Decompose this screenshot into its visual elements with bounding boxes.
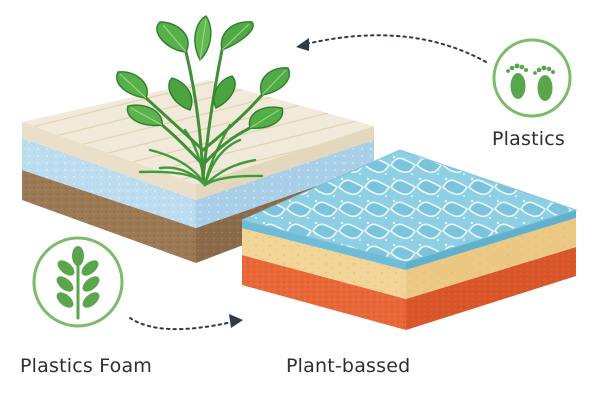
footprints-badge: [492, 38, 572, 118]
leaf-branch-icon: [56, 246, 100, 320]
arrow-plastics-to-sand: [296, 34, 487, 63]
leaf-badge: [32, 236, 124, 328]
arrow-foam-to-water: [129, 314, 243, 331]
footprints-icon: [506, 63, 555, 101]
label-plant-based: Plant-bassed: [286, 355, 411, 377]
label-plastics: Plastics: [492, 128, 565, 150]
right-layer-block: [240, 149, 578, 330]
label-plastics-foam: Plastics Foam: [20, 355, 153, 377]
plant-illustration: [116, 15, 291, 187]
